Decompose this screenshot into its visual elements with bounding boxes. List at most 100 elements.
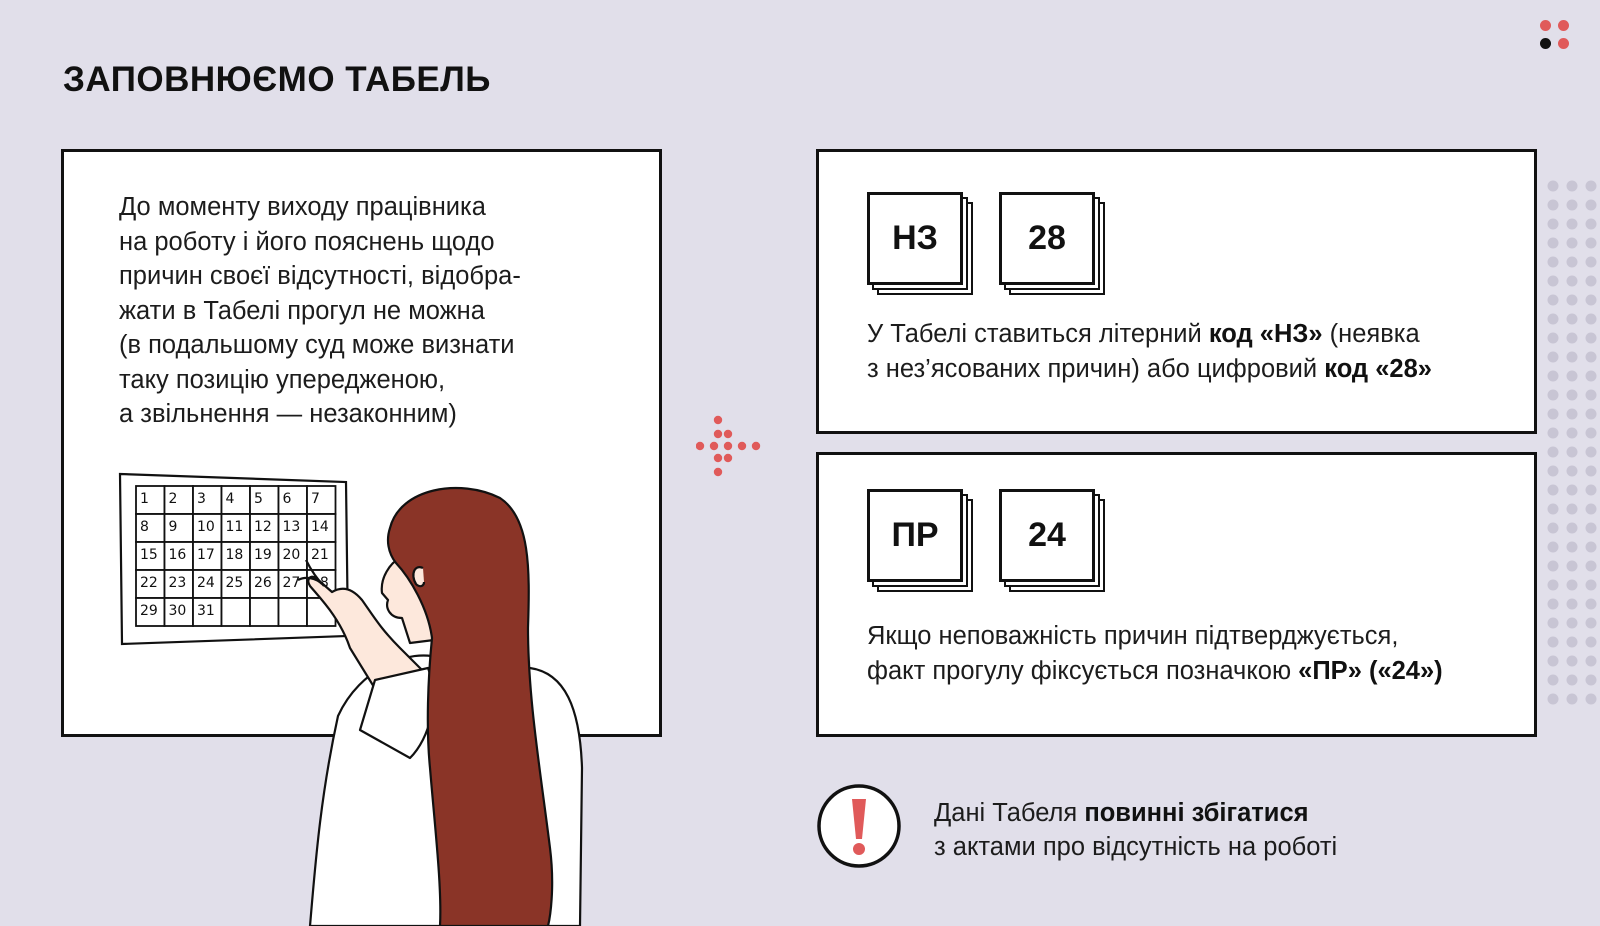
left-info-line: на роботу і його пояснень щодо	[119, 227, 495, 256]
code-description: У Табелі ставиться літерний код «НЗ» (не…	[867, 317, 1432, 386]
grid-dot	[1585, 598, 1597, 610]
connector-dot	[713, 467, 723, 477]
calendar-day: 10	[197, 519, 215, 535]
grid-dot	[1566, 313, 1578, 325]
grid-dot	[1547, 579, 1559, 591]
grid-dot	[1547, 313, 1559, 325]
calendar-cell	[249, 597, 280, 627]
grid-dot	[1547, 408, 1559, 420]
text-bold-fragment: повинні збігатися	[1084, 799, 1309, 827]
grid-dot	[1547, 617, 1559, 629]
calendar-day: 14	[311, 519, 329, 535]
grid-dot	[1585, 503, 1597, 515]
calendar-day: 19	[254, 547, 272, 563]
calendar-cell	[249, 485, 280, 515]
grid-dot	[1566, 427, 1578, 439]
text-fragment: Дані Табеля	[934, 799, 1085, 827]
text-fragment: Якщо неповажність причин підтверджується…	[867, 622, 1399, 650]
grid-dot	[1566, 541, 1578, 553]
code-tile-label: 28	[999, 192, 1095, 285]
calendar-cell	[220, 597, 251, 627]
grid-dot	[1566, 503, 1578, 515]
calendar-day: 22	[140, 575, 158, 591]
grid-dot	[1547, 180, 1559, 192]
grid-dot	[1566, 408, 1578, 420]
calendar-cell	[163, 541, 194, 571]
text-bold-fragment: «ПР» («24»)	[1298, 656, 1443, 685]
grid-dot	[1547, 541, 1559, 553]
connector-dot	[723, 441, 733, 451]
decorative-dot-grid	[1547, 180, 1597, 705]
calendar-day: 26	[254, 575, 272, 591]
calendar-day: 31	[197, 603, 215, 619]
code-tile-24: 24	[999, 489, 1105, 592]
text-fragment: з актами про відсутність на роботі	[934, 833, 1338, 861]
grid-dot	[1547, 560, 1559, 572]
grid-dot	[1585, 275, 1597, 287]
grid-dot	[1585, 617, 1597, 629]
grid-dot	[1566, 484, 1578, 496]
grid-dot	[1566, 256, 1578, 268]
grid-dot	[1566, 294, 1578, 306]
logo-dots-icon	[1540, 20, 1574, 54]
grid-dot	[1547, 693, 1559, 705]
grid-dot	[1585, 199, 1597, 211]
grid-dot	[1585, 389, 1597, 401]
connector-dot	[713, 415, 723, 425]
grid-dot	[1585, 636, 1597, 648]
grid-dot	[1566, 674, 1578, 686]
grid-dot	[1566, 693, 1578, 705]
grid-dot	[1585, 218, 1597, 230]
calendar-cell	[306, 541, 337, 571]
left-info-line: а звільнення — незаконним)	[119, 400, 457, 428]
grid-dot	[1547, 294, 1559, 306]
left-info-line: жати в Табелі прогул не можна	[119, 296, 485, 325]
calendar-cell	[277, 597, 308, 627]
calendar-day: 30	[169, 603, 187, 619]
calendar-day: 18	[226, 547, 244, 563]
text-fragment: факт прогулу фіксується позначкою	[867, 656, 1299, 685]
calendar-day: 15	[140, 547, 158, 563]
calendar-day: 9	[169, 519, 178, 535]
warning-text: Дані Табеля повинні збігатися з актами п…	[934, 796, 1337, 864]
grid-dot	[1585, 408, 1597, 420]
grid-dot	[1566, 655, 1578, 667]
grid-dot	[1566, 617, 1578, 629]
calendar-day: 7	[311, 491, 320, 507]
calendar-day: 11	[226, 519, 244, 535]
grid-dot	[1547, 275, 1559, 287]
grid-dot	[1585, 560, 1597, 572]
text-bold-fragment: код «28»	[1324, 354, 1432, 383]
grid-dot	[1566, 275, 1578, 287]
calendar-day: 6	[283, 491, 292, 507]
grid-dot	[1585, 522, 1597, 534]
grid-dot	[1566, 370, 1578, 382]
connector-dot	[723, 453, 733, 463]
calendar-day: 24	[197, 575, 215, 591]
grid-dot	[1585, 370, 1597, 382]
grid-dot	[1547, 655, 1559, 667]
woman-figure	[297, 486, 584, 926]
grid-dot	[1585, 427, 1597, 439]
grid-dot	[1585, 674, 1597, 686]
calendar-day: 5	[254, 491, 263, 507]
calendar-day: 17	[197, 547, 215, 563]
code-tile-pr: ПР	[867, 489, 973, 592]
code-tile-label: ПР	[867, 489, 963, 582]
page-title: ЗАПОВНЮЄМО ТАБЕЛЬ	[63, 60, 491, 99]
text-fragment: У Табелі ставиться літерний	[867, 320, 1209, 348]
grid-dot	[1585, 351, 1597, 363]
grid-dot	[1585, 332, 1597, 344]
grid-dot	[1547, 218, 1559, 230]
connector-dot	[713, 453, 723, 463]
grid-dot	[1547, 674, 1559, 686]
grid-dot	[1547, 370, 1559, 382]
left-info-line: причин своєї відсутності, відобра-	[119, 262, 521, 290]
code-card-absence: НЗ 28 У Табелі ставиться літерний код «Н…	[816, 149, 1537, 434]
grid-dot	[1566, 522, 1578, 534]
calendar-day: 12	[254, 519, 272, 535]
grid-dot	[1566, 332, 1578, 344]
left-info-text: До моменту виходу працівника на роботу і…	[119, 190, 619, 432]
